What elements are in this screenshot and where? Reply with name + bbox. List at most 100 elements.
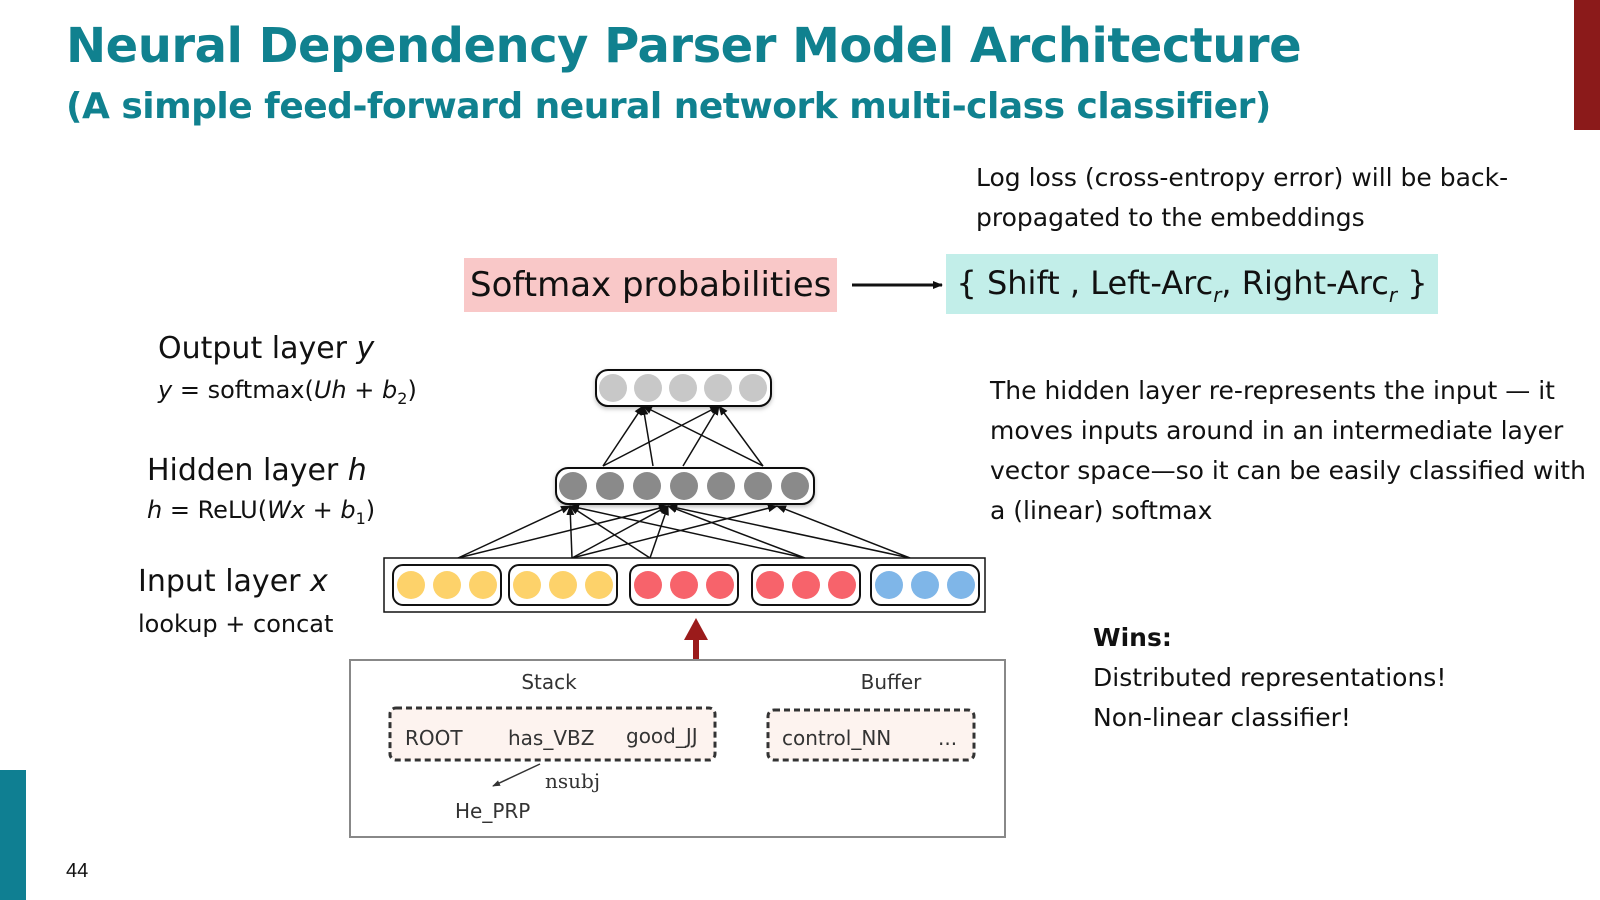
hidden-layer-equation: h = ReLU(Wx + b1): [147, 496, 375, 528]
output-node: [634, 374, 662, 402]
softmax-probabilities-box: Softmax probabilities: [464, 258, 838, 312]
wins-line-nonlinear: Non-linear classifier!: [1093, 703, 1351, 732]
stack-item-good: good_JJ: [626, 724, 698, 748]
top-right-accent-bar: [1574, 0, 1600, 130]
buffer-label: Buffer: [861, 670, 922, 694]
hidden-output-edge: [642, 405, 764, 467]
stack-item-root: ROOT: [405, 726, 463, 750]
buffer-item-control: control_NN: [782, 726, 891, 750]
page-number: 44: [66, 860, 89, 882]
slide-title: Neural Dependency Parser Model Architect…: [66, 18, 1302, 74]
wins-line-distributed: Distributed representations!: [1093, 663, 1447, 692]
input-node: [433, 571, 461, 599]
stack-box: [388, 706, 717, 762]
stack-label: Stack: [521, 670, 577, 694]
input-hidden-edge: [457, 504, 669, 559]
output-eq-weight: Uh: [313, 376, 347, 404]
hidden-output-edge: [640, 405, 654, 467]
hidden-eq-bias: b: [340, 496, 356, 524]
state-to-input-arrow: [684, 618, 708, 660]
buffer-box: [766, 708, 976, 762]
hidden-node: [707, 472, 735, 500]
hidden-to-output-edges: [602, 405, 764, 467]
input-layer-groups: [392, 564, 980, 606]
output-layer-equation: y = softmax(Uh + b2): [158, 376, 417, 408]
input-node: [792, 571, 820, 599]
input-layer-title: Input layer x: [138, 564, 328, 599]
input-node: [756, 571, 784, 599]
output-layer-title: Output layer y: [158, 331, 374, 366]
input-layer-var: x: [310, 564, 328, 599]
slide-subtitle: (A simple feed-forward neural network mu…: [66, 86, 1271, 127]
nsubj-arc: [492, 763, 541, 787]
right-arc-subscript: r: [1388, 283, 1398, 307]
hidden-eq-text: = ReLU(: [162, 496, 268, 524]
input-node: [513, 571, 541, 599]
wins-title: Wins:: [1093, 623, 1172, 652]
hidden-output-edge: [602, 405, 720, 467]
hidden-layer-title: Hidden layer h: [147, 453, 367, 488]
state-arrow-head: [684, 618, 708, 640]
backprop-note: Log loss (cross-entropy error) will be b…: [976, 163, 1509, 232]
output-node: [739, 374, 767, 402]
hidden-output-edge: [602, 405, 644, 467]
hidden-node: [559, 472, 587, 500]
input-hidden-edge: [569, 505, 651, 559]
input-node: [706, 571, 734, 599]
wins-block: Wins: Distributed representations! Non-l…: [1093, 618, 1573, 738]
input-hidden-edge: [457, 505, 571, 559]
hidden-layer-note: The hidden layer re-represents the input…: [990, 376, 1586, 525]
hidden-node: [670, 472, 698, 500]
input-node: [911, 571, 939, 599]
hidden-layer-title-text: Hidden layer: [147, 453, 348, 488]
input-node: [634, 571, 662, 599]
output-eq-plus: +: [346, 376, 383, 404]
hidden-node: [633, 472, 661, 500]
left-arc-subscript: r: [1213, 283, 1222, 307]
input-node: [947, 571, 975, 599]
output-node: [704, 374, 732, 402]
input-node: [875, 571, 903, 599]
buffer-item-ellipsis: ...: [938, 726, 957, 750]
hidden-eq-var: h: [147, 496, 163, 524]
hidden-eq-weight: Wx: [267, 496, 305, 524]
input-layer-equation: lookup + concat: [138, 610, 334, 638]
hidden-output-edge: [718, 405, 764, 467]
dependent-word: He_PRP: [455, 799, 530, 823]
arc-label: nsubj: [545, 769, 600, 793]
input-node: [549, 571, 577, 599]
output-layer-title-text: Output layer: [158, 331, 357, 366]
hidden-eq-plus: +: [305, 496, 341, 524]
input-hidden-edge: [649, 505, 669, 559]
output-node: [599, 374, 627, 402]
actions-open: { Shift , Left-Arc: [956, 264, 1214, 302]
hidden-eq-close: ): [365, 496, 376, 524]
input-hidden-edge: [667, 505, 806, 559]
input-hidden-edge: [776, 505, 911, 559]
actions-close: }: [1397, 264, 1428, 302]
hidden-node: [596, 472, 624, 500]
input-node: [670, 571, 698, 599]
input-node: [828, 571, 856, 599]
actions-mid: , Right-Arc: [1221, 264, 1389, 302]
input-layer-title-text: Input layer: [138, 564, 311, 599]
output-layer-var: y: [356, 331, 375, 366]
input-hidden-edge: [571, 505, 669, 559]
output-node: [669, 374, 697, 402]
input-node: [469, 571, 497, 599]
transition-actions-box: { Shift , Left-Arcr, Right-Arcr }: [946, 254, 1438, 314]
output-eq-text: = softmax(: [172, 376, 314, 404]
input-node: [397, 571, 425, 599]
input-hidden-edge: [569, 504, 806, 559]
input-hidden-edge: [571, 504, 778, 559]
input-hidden-edge: [667, 503, 911, 559]
input-node: [585, 571, 613, 599]
bottom-left-accent-bar: [0, 770, 26, 900]
hidden-output-edge: [682, 405, 720, 467]
hidden-layer-nodes: [559, 472, 809, 500]
hidden-layer-var: h: [347, 453, 367, 488]
input-hidden-edge: [566, 505, 575, 559]
output-eq-bias-sub: 2: [397, 388, 408, 408]
output-eq-close: ): [407, 376, 417, 404]
